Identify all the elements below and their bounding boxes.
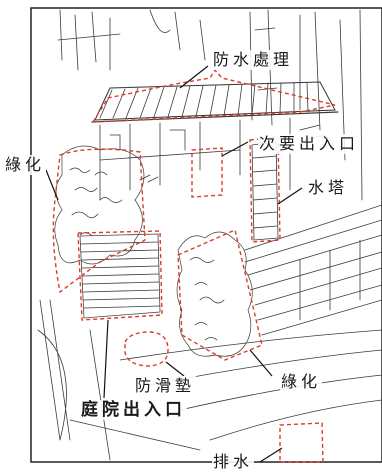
roof-waterproofing-region bbox=[91, 68, 336, 123]
annotation-regions bbox=[52, 68, 336, 463]
courtyard-gate-region bbox=[77, 230, 163, 321]
label-anti-slip-mat: 防滑墊 bbox=[134, 376, 197, 396]
greening-left-region bbox=[52, 148, 146, 294]
leader-water-tower bbox=[277, 187, 303, 205]
leader-greening-left bbox=[45, 169, 59, 201]
label-secondary-entrance: 次要出入口 bbox=[258, 134, 361, 154]
leader-anti-slip-mat bbox=[165, 361, 185, 377]
greening-right-region bbox=[177, 229, 263, 361]
leader-secondary-entrance bbox=[221, 141, 249, 157]
label-water-tower: 水塔 bbox=[307, 178, 350, 198]
leader-drainage bbox=[259, 447, 283, 463]
label-courtyard-entrance: 庭院出入口 bbox=[80, 400, 187, 420]
leader-courtyard-entrance bbox=[103, 319, 109, 399]
leader-lines bbox=[45, 65, 303, 463]
sketch-drawing bbox=[37, 9, 382, 461]
label-greening-right: 綠化 bbox=[280, 372, 323, 392]
anti-slip-mat-region bbox=[124, 331, 169, 367]
label-drainage: 排水 bbox=[212, 452, 255, 472]
sketch-frame bbox=[30, 7, 382, 463]
secondary-entrance-region bbox=[191, 147, 223, 198]
label-greening-left: 綠化 bbox=[4, 155, 47, 175]
leader-greening-right bbox=[249, 349, 273, 377]
leader-waterproofing bbox=[179, 65, 209, 89]
label-waterproofing: 防水處理 bbox=[212, 50, 295, 70]
